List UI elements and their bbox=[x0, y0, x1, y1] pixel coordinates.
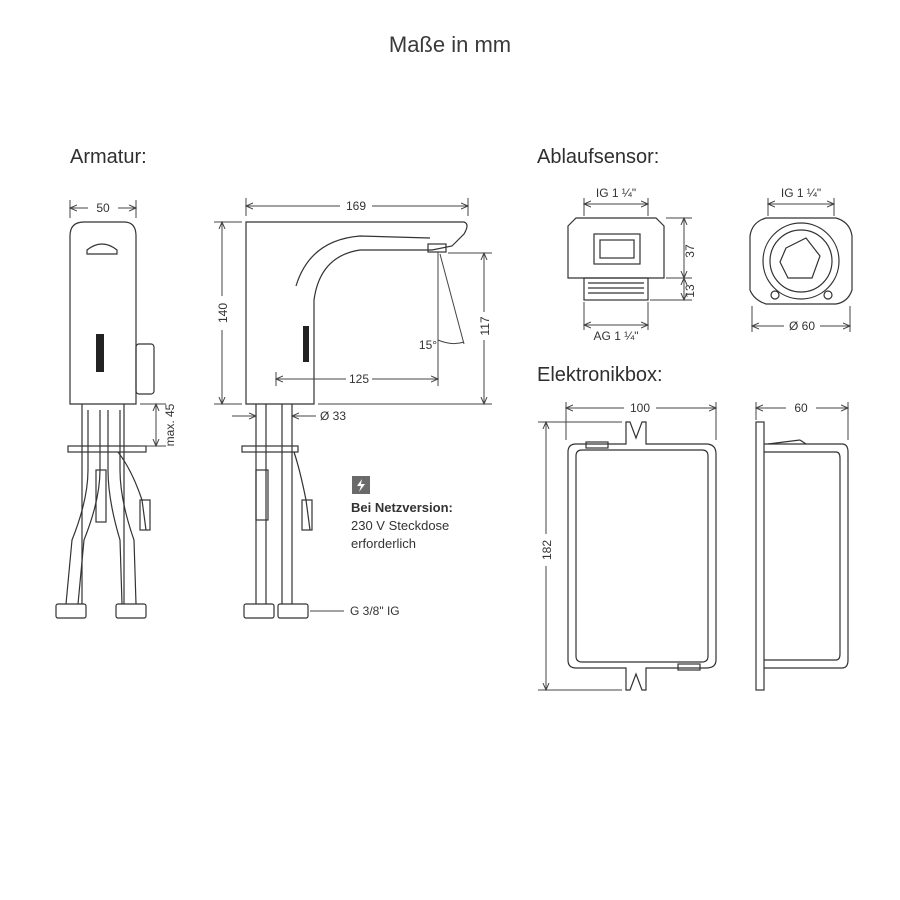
angle-indicator bbox=[437, 253, 465, 345]
section-title-drain-sensor: Ablaufsensor: bbox=[537, 146, 660, 168]
dim-angle: 15° bbox=[419, 338, 437, 352]
dimension-box-depth bbox=[756, 402, 848, 440]
dimension-max-height bbox=[140, 404, 166, 446]
dimension-sensor-diameter bbox=[752, 306, 850, 332]
electronics-box-front-view bbox=[567, 421, 717, 691]
dim-sensor-height-thread: 13 bbox=[683, 284, 697, 298]
dim-sensor-height-top: 37 bbox=[683, 244, 697, 258]
note-heading: Bei Netzversion: bbox=[351, 500, 453, 515]
dim-spout-height: 117 bbox=[478, 316, 492, 335]
page-title: Maße in mm bbox=[388, 32, 512, 57]
dim-max-height: max. 45 bbox=[163, 403, 177, 446]
dim-total-length: 169 bbox=[346, 199, 366, 213]
dim-sensor-diameter: Ø 60 bbox=[789, 319, 815, 333]
dim-box-height: 182 bbox=[540, 540, 554, 560]
dim-sensor-top-thread: IG 1 ¼" bbox=[781, 186, 821, 200]
drain-sensor-side-view bbox=[567, 217, 665, 301]
dimension-sensor-outer-thread bbox=[584, 302, 648, 330]
dim-box-depth: 60 bbox=[794, 401, 808, 415]
dimension-box-width bbox=[566, 402, 716, 440]
fitting-front-view bbox=[55, 221, 155, 619]
electronics-box-side-view bbox=[755, 421, 849, 691]
dimension-sensor-top-thread bbox=[768, 198, 834, 216]
dimension-sensor-heights bbox=[650, 218, 692, 300]
dimension-sensor-inner-thread bbox=[584, 198, 648, 216]
fitting-side-view bbox=[241, 221, 468, 619]
dimension-height bbox=[214, 222, 242, 404]
sensor-window-front bbox=[96, 334, 104, 372]
note-line-1: 230 V Steckdose bbox=[351, 518, 449, 533]
section-title-electronics-box: Elektronikbox: bbox=[537, 364, 663, 386]
dimension-spout-height bbox=[318, 253, 492, 404]
dim-sensor-outer-thread: AG 1 ¼" bbox=[594, 329, 639, 343]
drain-sensor-top-view bbox=[749, 217, 853, 305]
dim-height: 140 bbox=[216, 303, 230, 323]
dim-front-width: 50 bbox=[96, 201, 110, 215]
dim-connection: G 3/8" IG bbox=[350, 604, 400, 618]
dimension-front-width bbox=[70, 200, 136, 218]
lightning-icon bbox=[352, 476, 370, 494]
dim-diameter: Ø 33 bbox=[320, 409, 346, 423]
dim-box-width: 100 bbox=[630, 401, 650, 415]
dim-reach: 125 bbox=[349, 372, 369, 386]
note-line-2: erforderlich bbox=[351, 536, 416, 551]
dimension-reach bbox=[276, 252, 438, 386]
dimension-box-height bbox=[538, 422, 622, 690]
dim-sensor-inner-thread: IG 1 ¼" bbox=[596, 186, 636, 200]
dimension-total-length bbox=[246, 198, 468, 216]
sensor-window-side bbox=[303, 326, 309, 362]
section-title-fitting: Armatur: bbox=[70, 146, 147, 168]
